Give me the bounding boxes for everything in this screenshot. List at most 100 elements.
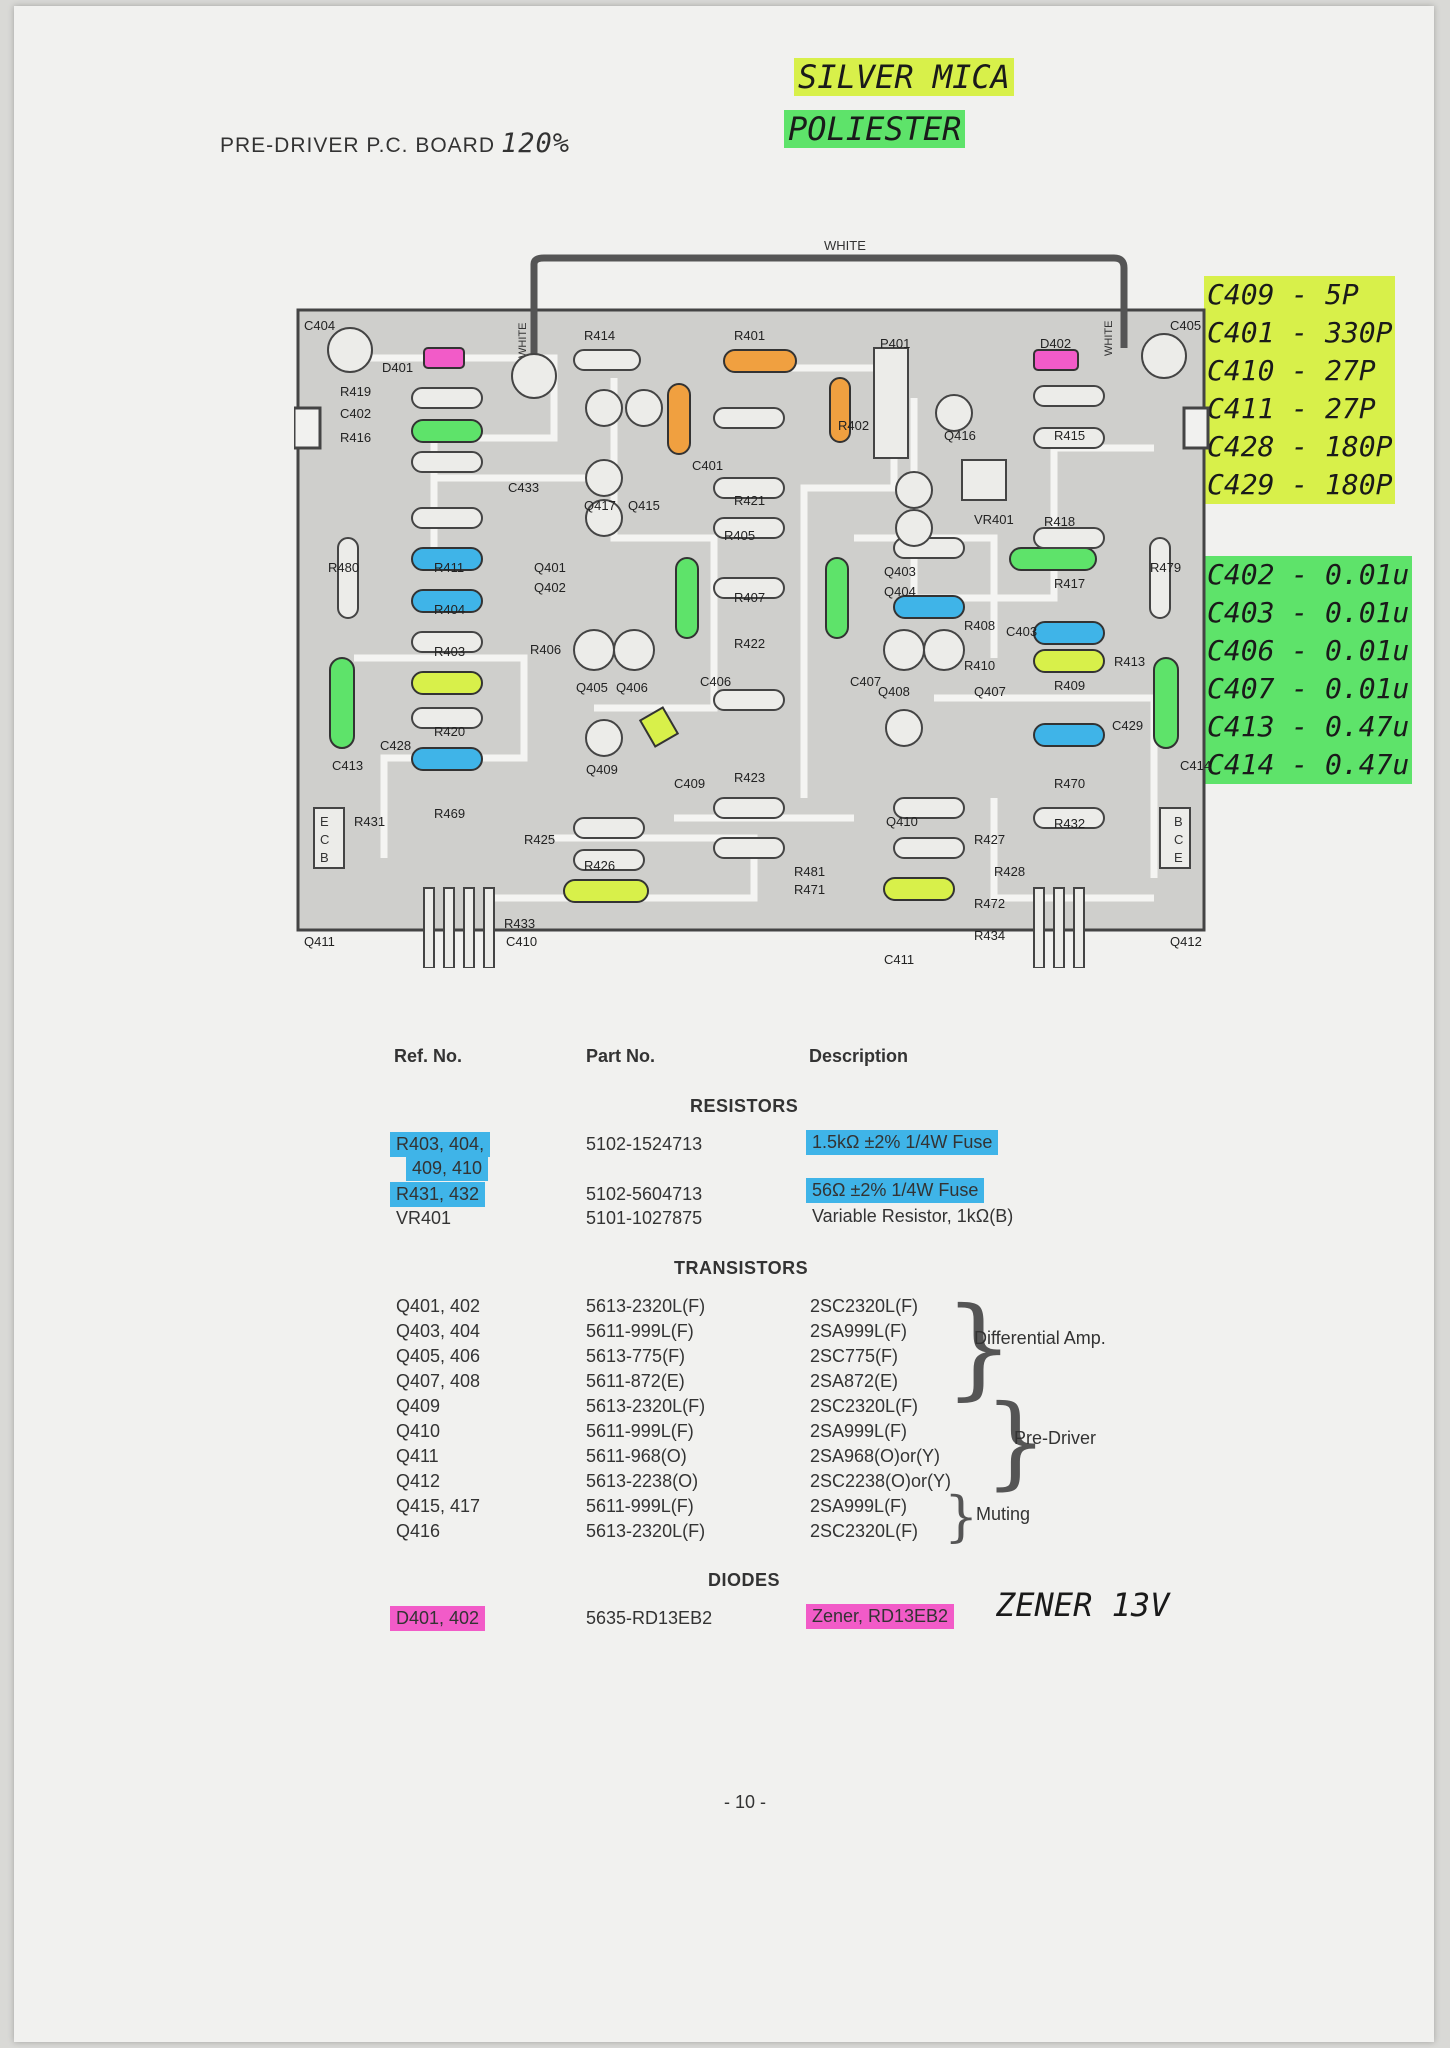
desc-cell: 2SA999L(F) [810,1496,908,1516]
ref-cell: R403, 404, [390,1132,491,1157]
pcb-svg: WHITE WHITE WHITE [292,238,1211,969]
capacitor-c402 [411,419,483,443]
ref-cell: 409, 410 [406,1156,489,1181]
resistor-r411 [411,507,483,529]
resistor-r421 [713,407,785,429]
capacitor-c411 [883,877,955,901]
wire-label: WHITE [824,238,866,253]
component-label-r472: R472 [974,896,1005,911]
desc-cell: 2SC2238(O)or(Y) [810,1471,952,1491]
part-cell: 5635-RD13EB2 [586,1608,713,1628]
pin-label: C [1174,832,1183,847]
desc-cell: 2SA968(O)or(Y) [810,1446,941,1466]
component-label-c429: C429 [1112,718,1143,733]
component-label-r421: R421 [734,493,765,508]
resistor-r415 [1033,385,1105,407]
resistor-r420 [411,631,483,653]
component-label-r418: R418 [1044,514,1075,529]
capacitor-c414 [1153,657,1179,749]
ref-cell: Q412 [396,1471,441,1491]
note-line: C428 - 180P [1204,428,1396,466]
component-label-r428: R428 [994,864,1025,879]
capacitor-c406 [675,557,699,639]
component-label-c407: C407 [850,674,881,689]
transistor-q401 [585,459,623,497]
capacitor-c405 [1141,333,1187,379]
component-label-r416: R416 [340,430,371,445]
component-label-c409: C409 [674,776,705,791]
capacitor-c407 [825,557,849,639]
desc-cell: Zener, RD13EB2 [806,1604,955,1629]
transistor-q411 [313,807,345,869]
resistor-r432 [1033,723,1105,747]
note-line: C407 - 0.01u [1204,670,1413,708]
resistor-r401 [723,349,797,373]
note-line: C401 - 330P [1204,314,1396,352]
component-label-r414: R414 [584,328,615,343]
component-label-r413: R413 [1114,654,1145,669]
capacitor-c410 [563,879,649,903]
note-line: C402 - 0.01u [1204,556,1413,594]
component-label-q417: Q417 [584,498,616,513]
component-label-r409: R409 [1054,678,1085,693]
component-label-q406: Q406 [616,680,648,695]
part-cell: 5613-775(F) [586,1346,686,1366]
component-label-r426: R426 [584,858,615,873]
component-label-q410: Q410 [886,814,918,829]
edge-pin [483,887,495,969]
note-line: C409 - 5P [1204,276,1396,314]
component-label-r404: R404 [434,602,465,617]
note-line: C413 - 0.47u [1204,708,1413,746]
resistor-r-misc [411,707,483,729]
component-label-q407: Q407 [974,684,1006,699]
resistor-r423 [713,689,785,711]
transistor-q407 [923,629,965,671]
component-label-r410: R410 [964,658,995,673]
capacitor-c428 [411,671,483,695]
component-label-r419: R419 [340,384,371,399]
wire-label-right: WHITE [1103,321,1115,356]
transistor-q409 [585,719,623,757]
resistor-r428 [1033,807,1105,829]
component-label-r415: R415 [1054,428,1085,443]
note-line: C403 - 0.01u [1204,594,1413,632]
transistor-q417 [585,389,623,427]
component-label-q416: Q416 [944,428,976,443]
component-label-r407: R407 [734,590,765,605]
resistor-r469 [411,747,483,771]
desc-cell: 1.5kΩ ±2% 1/4W Fuse [806,1130,999,1155]
component-label-d402: D402 [1040,336,1071,351]
section-resistors: RESISTORS [690,1096,799,1116]
component-label-c406: C406 [700,674,731,689]
pin-label: E [320,814,329,829]
component-label-r425: R425 [524,832,555,847]
brace-differential: } [944,1283,1014,1411]
resistor-r405 [713,477,785,499]
resistor-r407 [713,517,785,539]
resistor-r481 [713,797,785,819]
component-label-r433: R433 [504,916,535,931]
resistor-r404 [411,547,483,571]
pin-label: B [1174,814,1183,829]
component-label-q415: Q415 [628,498,660,513]
component-label-r481: R481 [794,864,825,879]
capacitor-c433 [511,353,557,399]
resistor-r418 [1033,427,1105,449]
legend-polyester: POLIESTER [784,110,966,148]
ref-cell: Q416 [396,1521,441,1541]
transistor-q410 [885,709,923,747]
component-label-c411: C411 [884,952,914,967]
component-label-r420: R420 [434,724,465,739]
highlighted-components [329,347,1179,903]
desc-cell: 2SA999L(F) [810,1321,908,1341]
pcb-diagram: WHITE WHITE WHITE [292,238,1214,969]
resistor-r409 [1033,621,1105,645]
resistor-r472 [893,837,965,859]
component-label-vr401: VR401 [974,512,1014,527]
resistor-r414 [573,349,641,371]
component-label-r411: R411 [434,560,464,575]
transistor-q416 [935,394,973,432]
